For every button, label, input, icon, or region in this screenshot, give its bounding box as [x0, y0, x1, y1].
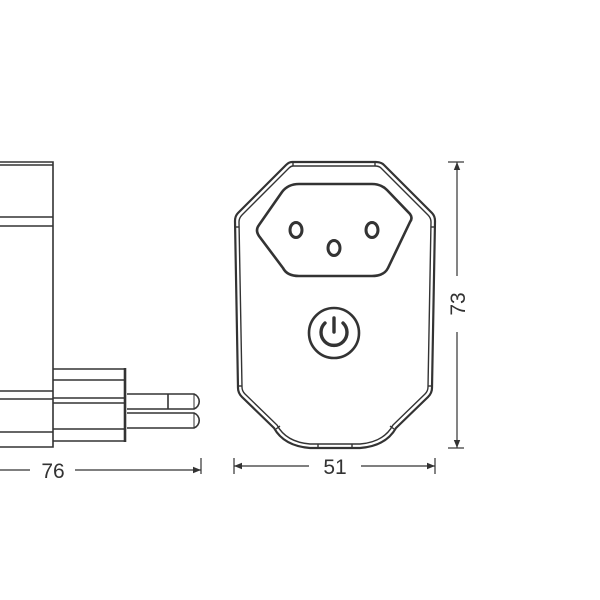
height-label: 73	[447, 292, 470, 315]
power-button	[307, 306, 361, 360]
depth-label: 76	[41, 460, 64, 483]
width-dimension: 51	[233, 456, 436, 479]
housing-outer	[233, 160, 437, 450]
socket-hole-left	[288, 221, 304, 239]
depth-dimension: 76	[0, 458, 202, 483]
housing-inner	[238, 165, 432, 445]
height-dimension: 73	[447, 161, 470, 449]
socket-hole-center	[326, 239, 342, 257]
width-label: 51	[323, 456, 346, 479]
plug-collar	[53, 368, 127, 442]
socket-hole-right	[364, 221, 380, 239]
side-view	[0, 161, 200, 448]
socket-type-j	[255, 182, 413, 278]
power-icon	[319, 321, 349, 347]
front-view	[233, 160, 437, 450]
power-button-ring	[307, 306, 361, 360]
side-body-outline	[0, 161, 54, 448]
plug-pins	[127, 393, 200, 429]
